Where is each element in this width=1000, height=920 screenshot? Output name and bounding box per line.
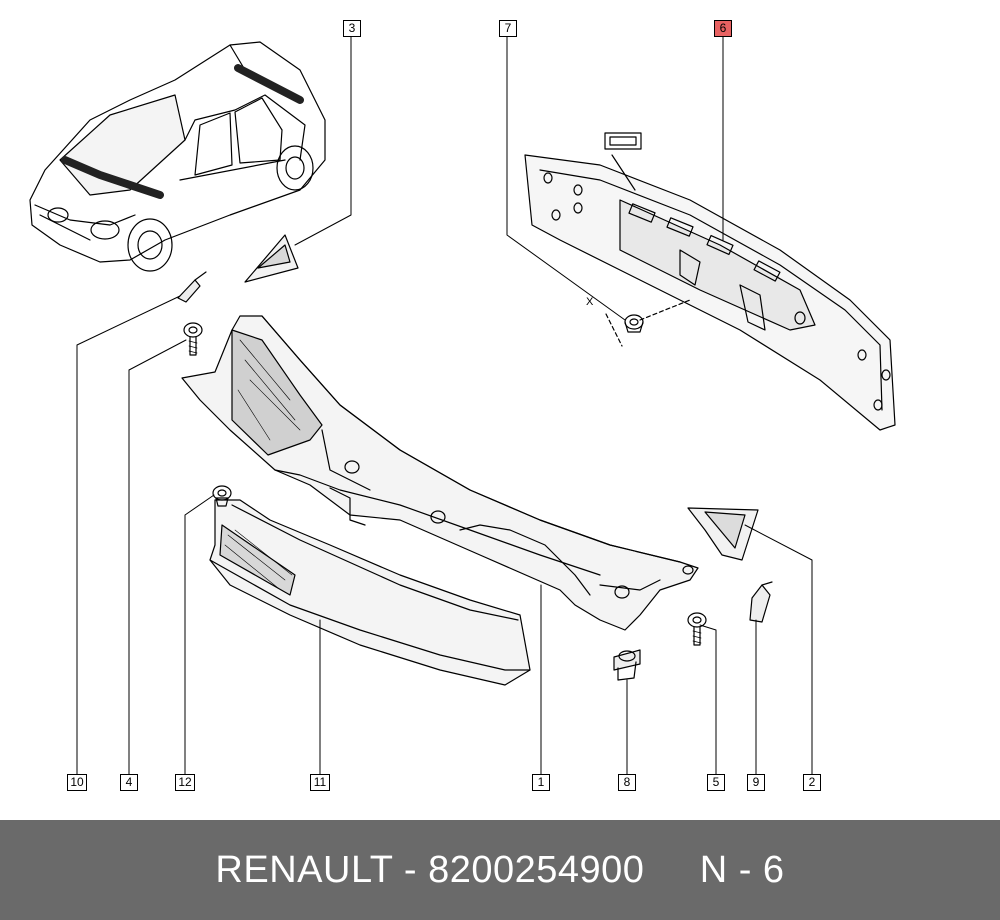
callout-12[interactable]: 12	[175, 774, 195, 791]
diagram-position: N - 6	[699, 849, 785, 891]
callout-8[interactable]: 8	[618, 774, 636, 791]
footer-bar: RENAULT - 8200254900 N - 6	[0, 820, 1000, 920]
footer-caption: RENAULT - 8200254900 N - 6	[0, 820, 1000, 920]
part-9-clip	[749, 581, 773, 623]
part-number: 8200254900	[428, 849, 645, 891]
part-4-screw	[183, 322, 203, 356]
callout-3[interactable]: 3	[343, 20, 361, 37]
brand-name: RENAULT	[215, 849, 393, 891]
separator: -	[403, 849, 417, 891]
car-overview-illustration	[29, 41, 326, 272]
callout-4[interactable]: 4	[120, 774, 138, 791]
callout-7[interactable]: 7	[499, 20, 517, 37]
callout-9[interactable]: 9	[747, 774, 765, 791]
part-2-corner-trim	[687, 507, 759, 561]
callout-10[interactable]: 10	[67, 774, 87, 791]
part-6-upper-panel	[524, 132, 896, 431]
callout-6-highlighted[interactable]: 6	[714, 20, 732, 37]
axis-label-x: X	[586, 296, 594, 308]
part-8-grommet	[613, 649, 641, 681]
callout-5[interactable]: 5	[707, 774, 725, 791]
part-11-lower-panel	[209, 485, 531, 686]
part-7-clip-nut	[605, 299, 691, 347]
exploded-parts-drawing: X	[29, 36, 896, 775]
part-10-clip	[177, 271, 207, 303]
part-1-cowl-panel	[181, 315, 699, 631]
callout-11[interactable]: 11	[310, 774, 330, 791]
leader-lines	[76, 36, 813, 775]
part-3-corner-trim	[244, 234, 299, 283]
callout-2[interactable]: 2	[803, 774, 821, 791]
part-5-screw	[687, 612, 707, 646]
callout-1[interactable]: 1	[532, 774, 550, 791]
